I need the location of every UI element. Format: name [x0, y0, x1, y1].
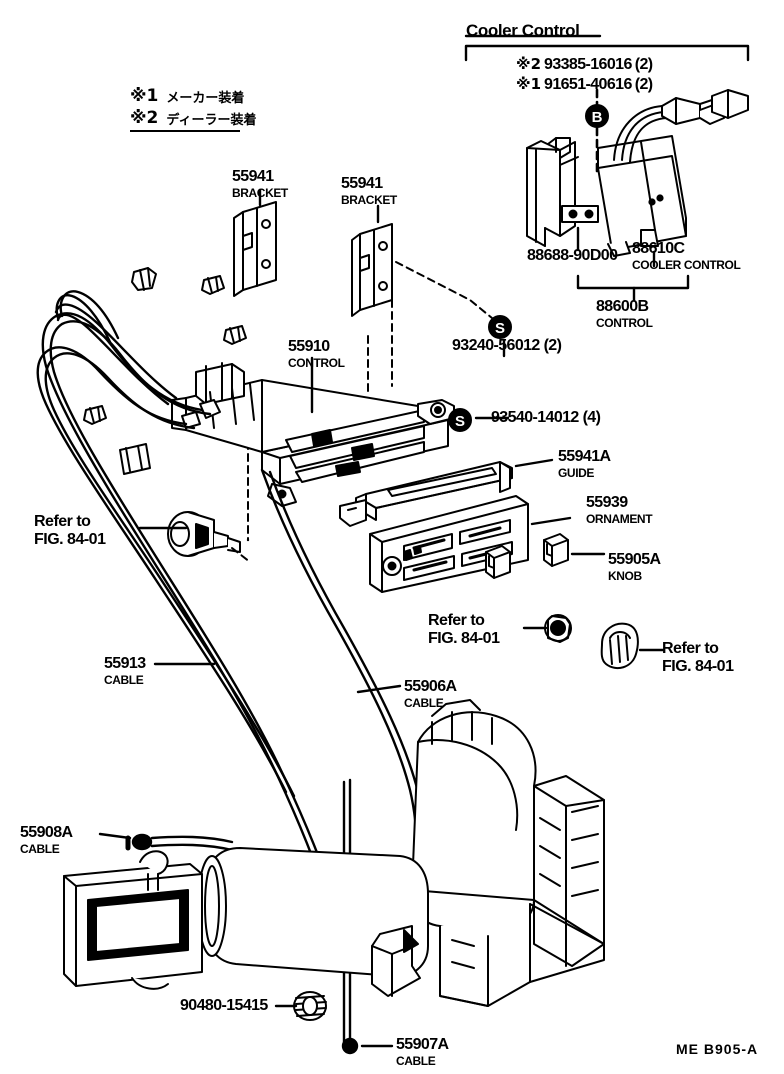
part-name-55910: CONTROL — [288, 356, 345, 370]
part-number-55905a: 55905A — [608, 551, 661, 568]
part-number-93240: 93240-56012 — [452, 337, 540, 354]
bracket-part-left — [233, 201, 277, 297]
part-name-55939: ORNAMENT — [586, 512, 653, 526]
refer-right-line2: FIG. 84-01 — [662, 657, 734, 675]
label-bracket-left: 55941 BRACKET — [232, 168, 288, 200]
refer-center-line2: FIG. 84-01 — [428, 629, 500, 647]
part-name-88610c: COOLER CONTROL — [632, 258, 741, 272]
part-name-55906a: CABLE — [404, 696, 444, 710]
callout-s1-letter: S — [495, 320, 505, 337]
label-cable-55913: 55913 CABLE — [104, 655, 146, 687]
part-name-55905a: KNOB — [608, 569, 642, 583]
part-number-55941-right: 55941 — [341, 175, 383, 192]
part-number-88610c: 88610C — [632, 240, 685, 257]
part-number-55910: 55910 — [288, 338, 330, 355]
fastener-mark-2: ※2 — [516, 55, 542, 73]
refer-center-nut — [544, 614, 572, 643]
blower-resistor-part — [167, 511, 241, 557]
heater-blower-unit — [63, 699, 605, 1007]
grommet-part — [293, 991, 327, 1021]
part-number-55908a: 55908A — [20, 824, 73, 841]
refer-blower-line1: Refer to — [34, 513, 91, 530]
part-qty-93540: (4) — [582, 409, 601, 426]
label-cable-55908a: 55908A CABLE — [20, 824, 73, 856]
part-qty-93240: (2) — [543, 337, 562, 354]
part-number-55906a: 55906A — [404, 678, 457, 695]
part-name-55907a: CABLE — [396, 1054, 436, 1068]
callout-b-letter: B — [592, 109, 603, 126]
cooler-control-box — [597, 135, 687, 257]
fastener-qty-91651: (2) — [634, 76, 653, 93]
part-number-55941a: 55941A — [558, 448, 611, 465]
cooler-control-bracket-shape — [526, 137, 599, 247]
fastener-qty-93385: (2) — [634, 56, 653, 73]
small-clips — [83, 267, 247, 475]
label-cable-55907a: 55907A CABLE — [396, 1036, 449, 1068]
part-number-88688: 88688-90D00 — [527, 247, 618, 264]
part-name-55913: CABLE — [104, 673, 144, 687]
refer-label-right: Refer to FIG. 84-01 — [662, 640, 734, 676]
refer-label-blower: Refer to FIG. 84-01 — [34, 513, 106, 549]
refer-center-line1: Refer to — [428, 612, 485, 629]
part-number-55913: 55913 — [104, 655, 146, 672]
label-guide: 55941A GUIDE — [558, 448, 611, 480]
part-name-55941-right: BRACKET — [341, 193, 397, 207]
guide-part — [339, 461, 513, 527]
part-number-90480: 90480-15415 — [180, 997, 268, 1014]
label-cooler-control: 88610C COOLER CONTROL — [632, 240, 741, 272]
part-number-55907a: 55907A — [396, 1036, 449, 1053]
legend-text-2: ディーラー装着 — [166, 112, 257, 128]
legend-mark-2: ※2 — [130, 108, 159, 128]
fastener-number-93385: 93385-16016 — [544, 56, 632, 73]
part-name-88600b: CONTROL — [596, 316, 653, 330]
label-cable-55906a: 55906A CABLE — [404, 678, 457, 710]
leader-55908a — [98, 832, 132, 840]
bracket-part-right — [351, 223, 393, 317]
part-name-55908a: CABLE — [20, 842, 60, 856]
control-assembly — [171, 362, 455, 507]
label-control-88600b: 88600B CONTROL — [596, 298, 653, 330]
callout-circles — [448, 104, 609, 432]
part-name-55941a: GUIDE — [558, 466, 595, 480]
part-number-88600b: 88600B — [596, 298, 649, 315]
label-screw-93240: 93240-56012 (2) — [452, 337, 562, 354]
label-ornament: 55939 ORNAMENT — [586, 494, 653, 526]
legend-text-1: メーカー装着 — [166, 90, 245, 106]
cooler-control-group-bracket — [464, 44, 750, 62]
part-number-55939: 55939 — [586, 494, 628, 511]
knob-parts — [485, 533, 569, 579]
refer-right-line1: Refer to — [662, 640, 719, 657]
fastener-mark-1: ※1 — [516, 75, 542, 93]
refer-label-center: Refer to FIG. 84-01 — [428, 612, 500, 648]
callout-s2-letter: S — [455, 413, 465, 430]
label-screw-93540: 93540-14012 (4) — [491, 409, 601, 426]
footer-code: ME B905-A — [676, 1041, 759, 1057]
part-name-55941-left: BRACKET — [232, 186, 288, 200]
leader-55906a — [356, 684, 402, 694]
part-number-55941-left: 55941 — [232, 168, 274, 185]
legend-mark-1: ※1 — [130, 86, 159, 106]
refer-right-grommet — [600, 622, 639, 670]
cooler-control-title: Cooler Control — [466, 21, 580, 40]
label-control-55910: 55910 CONTROL — [288, 338, 345, 370]
label-knob: 55905A KNOB — [608, 551, 661, 583]
cooler-control-harness — [613, 89, 749, 163]
part-number-93540: 93540-14012 — [491, 409, 579, 426]
legend-block: ※1 メーカー装着 ※2 ディーラー装着 — [130, 86, 256, 132]
cooler-control-fastener-list: ※2 93385-16016 (2) ※1 91651-40616 (2) — [516, 55, 653, 94]
ornament-part — [369, 495, 529, 593]
legend-underline — [130, 130, 240, 132]
label-bracket-right: 55941 BRACKET — [341, 175, 397, 207]
refer-blower-line2: FIG. 84-01 — [34, 530, 106, 548]
fastener-number-91651: 91651-40616 — [544, 76, 632, 93]
